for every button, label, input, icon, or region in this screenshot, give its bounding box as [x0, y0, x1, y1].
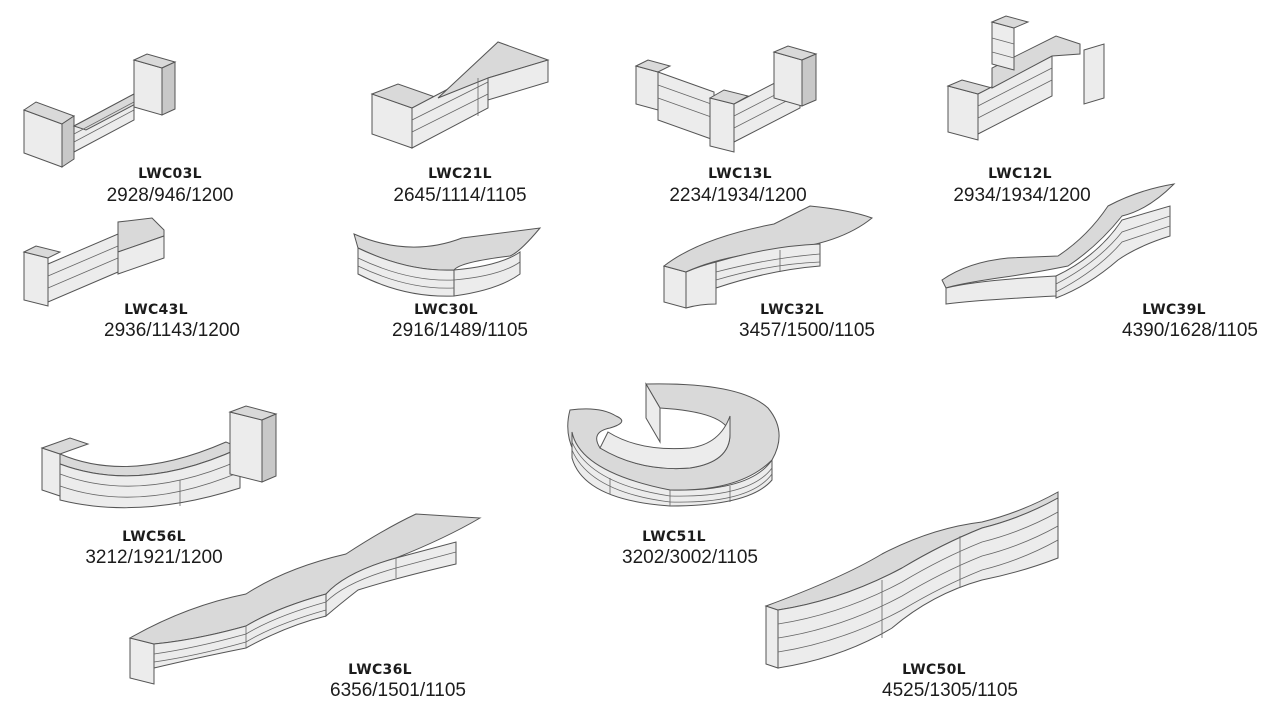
product-dimensions: 3457/1500/1105 — [739, 320, 875, 341]
product-code: LWC32L — [760, 302, 824, 318]
product-code: LWC03L — [138, 166, 202, 182]
product-code: LWC56L — [122, 529, 186, 545]
desk-drawing-lwc51l — [567, 382, 780, 507]
desk-drawing-lwc03l — [22, 53, 177, 168]
product-dimensions: 6356/1501/1105 — [330, 680, 466, 701]
desk-drawing-lwc39l — [941, 183, 1176, 305]
desk-drawing-lwc13l — [634, 45, 818, 153]
product-dimensions: 2934/1934/1200 — [953, 185, 1091, 206]
product-dimensions: 4390/1628/1105 — [1122, 320, 1258, 341]
desk-drawing-lwc30l — [353, 227, 542, 297]
product-dimensions: 3212/1921/1200 — [85, 547, 223, 568]
desk-drawing-lwc56l — [40, 405, 278, 509]
product-dimensions: 2916/1489/1105 — [392, 320, 528, 341]
desk-drawing-lwc36l — [128, 513, 482, 685]
desk-drawing-lwc50l — [764, 491, 1059, 669]
product-dimensions: 2936/1143/1200 — [104, 320, 240, 341]
product-dimensions: 3202/3002/1105 — [622, 547, 758, 568]
desk-drawing-lwc21l — [370, 41, 550, 149]
product-dimensions: 2645/1114/1105 — [393, 185, 527, 206]
product-code: LWC36L — [348, 662, 412, 678]
product-code: LWC39L — [1142, 302, 1206, 318]
product-code: LWC21L — [428, 166, 492, 182]
product-code: LWC30L — [414, 302, 478, 318]
product-dimensions: 2234/1934/1200 — [669, 185, 807, 206]
product-code: LWC43L — [124, 302, 188, 318]
product-code: LWC51L — [642, 529, 706, 545]
desk-drawing-lwc43l — [22, 217, 165, 307]
desk-drawing-lwc32l — [662, 205, 874, 309]
product-dimensions: 4525/1305/1105 — [882, 680, 1018, 701]
desk-drawing-lwc12l — [946, 15, 1105, 141]
product-dimensions: 2928/946/1200 — [106, 185, 234, 206]
product-code: LWC50L — [902, 662, 966, 678]
product-code: LWC12L — [988, 166, 1052, 182]
product-code: LWC13L — [708, 166, 772, 182]
